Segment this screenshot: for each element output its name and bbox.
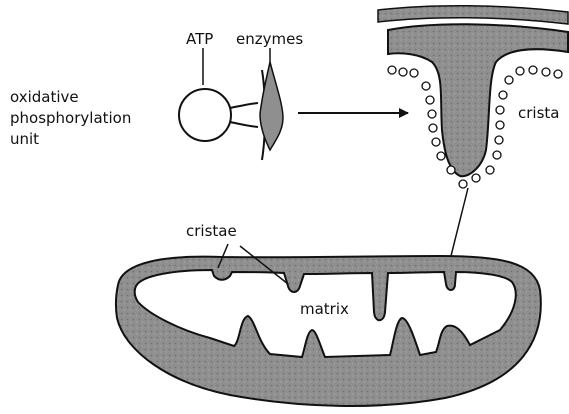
outer-membrane-strip <box>378 6 568 24</box>
crista-label: crista <box>518 104 559 122</box>
atp-label: ATP <box>186 30 213 48</box>
atp-synthase-stalk <box>230 103 258 127</box>
unit-label-line-3: unit <box>10 130 39 148</box>
oxidative-phosphorylation-unit <box>179 48 283 160</box>
unit-label-line-1: oxidative <box>10 88 79 106</box>
enzymes-label: enzymes <box>236 30 303 48</box>
mitochondrion <box>116 256 541 406</box>
matrix-label: matrix <box>300 300 349 318</box>
atp-synthase-head <box>179 89 231 141</box>
cristae-label: cristae <box>186 222 237 240</box>
unit-label-line-2: phosphorylation <box>10 109 131 127</box>
crista-fold <box>388 24 568 176</box>
crista-detail <box>378 6 568 188</box>
